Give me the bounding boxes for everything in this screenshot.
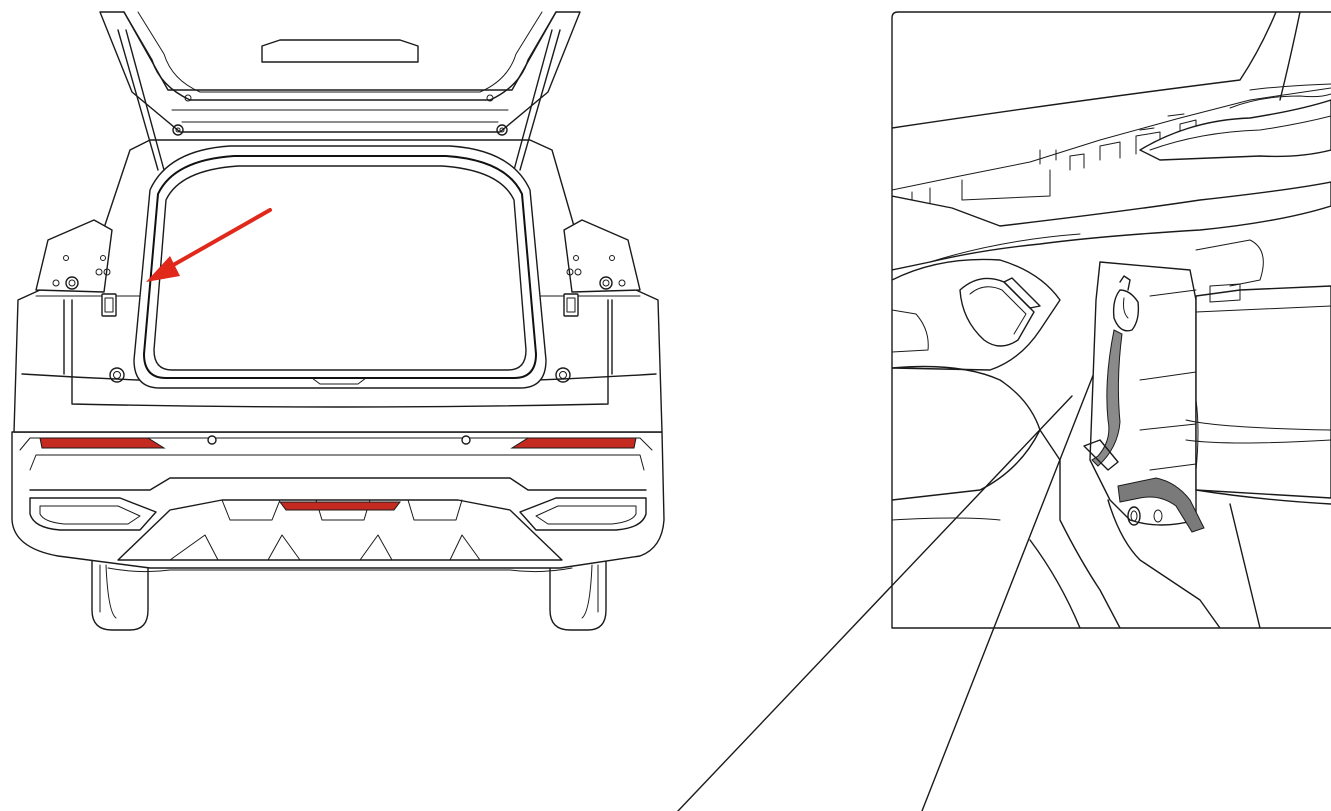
right-rear-reflector — [510, 437, 637, 449]
right-tail-light — [563, 219, 641, 293]
vehicle-rear-view — [11, 11, 665, 631]
left-gas-strut — [117, 29, 165, 171]
inset-frame — [891, 11, 1331, 629]
left-latch — [101, 293, 117, 317]
detail-inset — [677, 11, 1331, 811]
right-latch — [563, 293, 579, 317]
callout-line-left — [677, 395, 1073, 811]
gray-strap — [1117, 477, 1205, 533]
right-rear-wheel — [549, 559, 607, 631]
left-tail-light — [35, 219, 113, 293]
right-gas-strut — [513, 29, 561, 171]
callout-line-right — [921, 321, 1115, 811]
open-tailgate — [99, 11, 581, 133]
left-rear-wheel — [91, 559, 149, 631]
indicator-arrow-icon — [146, 208, 272, 282]
right-parking-sensor — [461, 435, 471, 445]
left-parking-sensor — [207, 435, 217, 445]
rear-diffuser — [117, 499, 563, 561]
gray-cable — [1091, 329, 1123, 467]
cargo-opening — [133, 145, 547, 389]
center-rear-reflector — [279, 501, 401, 511]
left-rear-reflector — [39, 437, 166, 449]
